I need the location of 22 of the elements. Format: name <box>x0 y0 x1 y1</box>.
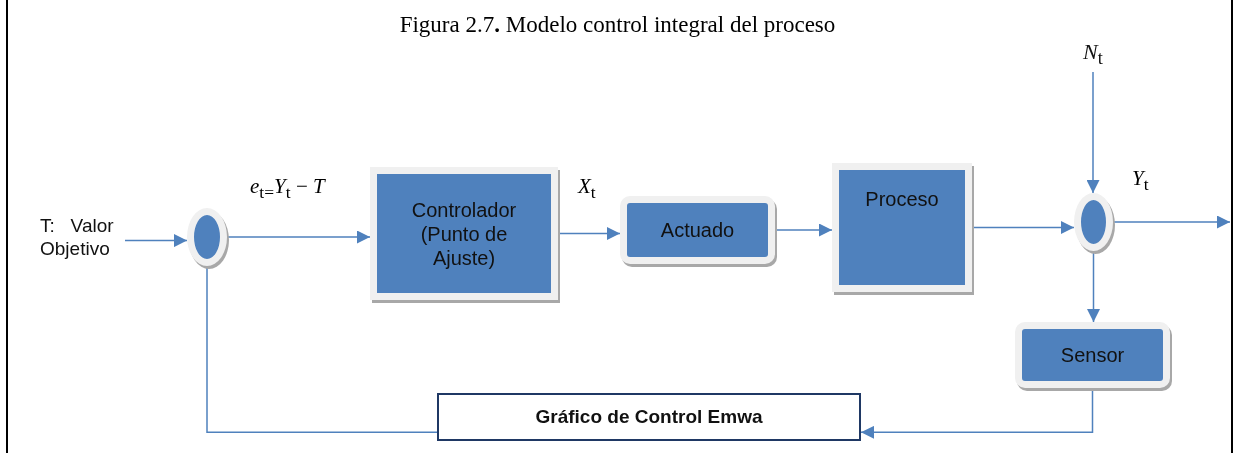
figure-title: Figura 2.7. Modelo control integral del proceso <box>398 12 837 38</box>
arrow <box>774 223 833 237</box>
arrow <box>557 227 621 240</box>
block-label: Gráfico de Control Emwa <box>535 405 763 429</box>
process-block <box>370 167 558 300</box>
block-label: Sensor <box>1060 343 1125 367</box>
block-label: Controlador (Punto de Ajuste) <box>410 197 518 270</box>
arrow <box>1086 71 1100 194</box>
summing-junction <box>1074 193 1113 251</box>
arrow <box>1112 215 1231 229</box>
process-block <box>1015 322 1170 388</box>
arrow <box>124 234 188 248</box>
chart-block <box>437 393 861 441</box>
process-block <box>620 196 775 264</box>
block-label: Proceso <box>865 187 939 211</box>
summing-junction <box>187 208 227 266</box>
process-block <box>832 163 972 292</box>
arrow <box>226 230 371 244</box>
disturbance-label: N$_{t}$ <box>1083 39 1103 71</box>
arrow <box>971 221 1075 234</box>
block-label: Actuado <box>660 218 735 242</box>
input-label: T: Valor Objetivo <box>40 215 115 261</box>
